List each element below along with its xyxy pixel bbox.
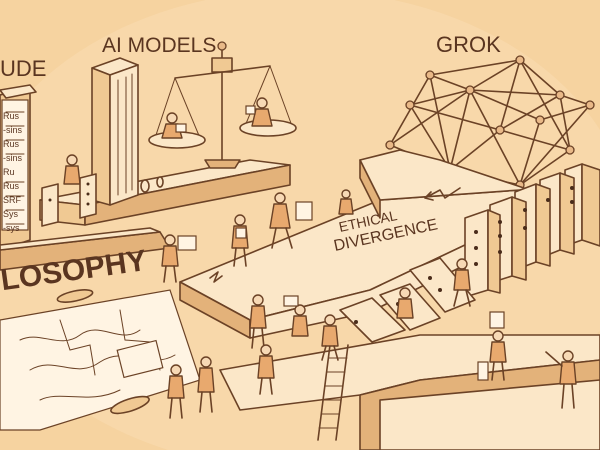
- figure-pointing-map: [161, 234, 197, 283]
- figure-with-clipboard: [489, 311, 507, 381]
- figure-reading-right-pan: [245, 97, 273, 127]
- left-partial-title: UDE: [0, 56, 46, 81]
- figure-pushing-domino: [453, 258, 471, 307]
- left-document-tower: Rus -sins Rus -sins Ru Rus SRF Sys -sys: [0, 84, 37, 251]
- ai-models-label: AI MODELS: [102, 34, 216, 57]
- figure-holding-sign: [269, 192, 313, 249]
- panel-text-8: -sys: [3, 223, 20, 233]
- figure-pointing-right: [545, 350, 577, 409]
- panel-text-7: Sys: [3, 209, 19, 219]
- domino-pips: [354, 186, 574, 324]
- small-domino-pair: [41, 173, 97, 227]
- panel-text-6: SRF: [3, 195, 22, 205]
- panel-text-5: Rus: [3, 181, 20, 191]
- grok-network-icon: [385, 55, 595, 190]
- figure-standing-left: [477, 361, 489, 381]
- figure-under-domino: [396, 287, 414, 319]
- panel-text-1: -sins: [3, 125, 23, 135]
- figure-reading-left-pan: [161, 112, 187, 139]
- figure-sitting-ledge: [63, 154, 81, 185]
- group-of-figures-center: [249, 294, 339, 395]
- small-vase-objects: [140, 176, 164, 193]
- grok-label: GROK: [436, 32, 501, 57]
- panel-text-3: -sins: [3, 153, 23, 163]
- map-scroll: [0, 289, 201, 431]
- figure-on-platform-right: [338, 189, 354, 215]
- figures-at-map: [167, 356, 215, 419]
- split-arrow-icon: [424, 187, 461, 201]
- monolith-tablet: [91, 57, 139, 206]
- small-squiggle-icon: [209, 271, 223, 283]
- panel-text-4: Ru: [3, 167, 15, 177]
- panel-text-0: Rus: [3, 111, 20, 121]
- panel-text-2: Rus: [3, 139, 20, 149]
- figure-with-tablet: [231, 214, 249, 267]
